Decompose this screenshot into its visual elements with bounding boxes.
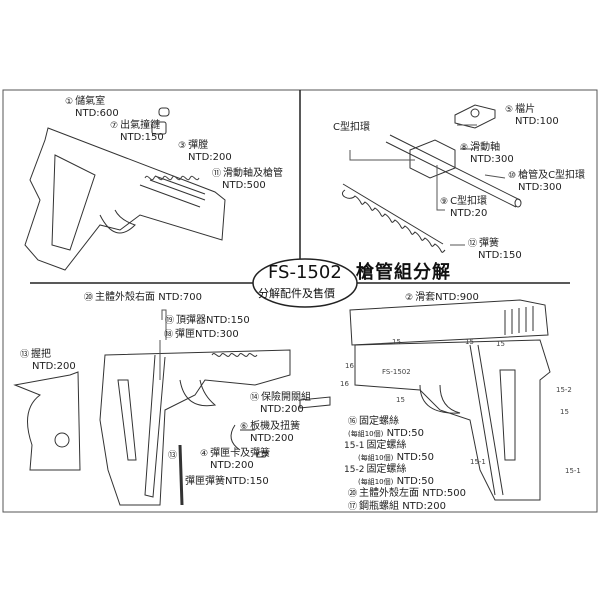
- callout-tag: 15-1: [565, 467, 581, 475]
- left-body-drawing: [354, 339, 551, 501]
- callout-tag: 15: [465, 338, 474, 346]
- spring-coils: [341, 183, 446, 253]
- callout-tag: 16: [345, 362, 354, 370]
- callout-13: ⑬: [168, 451, 178, 461]
- callout-tag: 15: [496, 340, 505, 348]
- magazine-spring: [178, 444, 184, 506]
- grip-drawing: [13, 371, 81, 471]
- part-label-magazine-spring: 彈匣彈簧NTD:150: [185, 476, 269, 487]
- engraving-text: FS-1502: [382, 368, 411, 376]
- callout-tag: 15: [560, 408, 569, 416]
- top-left-gun-drawing: [24, 107, 226, 271]
- model-oval: [252, 258, 358, 308]
- section-title: 槍管組分解: [356, 262, 451, 283]
- part-label-c-ring-top: C型扣環: [333, 122, 370, 133]
- small-parts-drawing: [230, 396, 331, 458]
- callout-tag: 15: [396, 396, 405, 404]
- callout-tag: 15-1: [470, 458, 486, 466]
- diagram-subtitle: 分解配件及售價: [258, 287, 335, 300]
- slide-drawing: [349, 299, 549, 346]
- barrel-parts-drawing: [341, 104, 522, 253]
- right-body-drawing: [99, 309, 291, 506]
- callout-tag: 16: [340, 380, 349, 388]
- callout-tag: 15-2: [556, 386, 572, 394]
- model-number: FS-1502: [268, 262, 342, 283]
- callout-tag: 15: [392, 338, 401, 346]
